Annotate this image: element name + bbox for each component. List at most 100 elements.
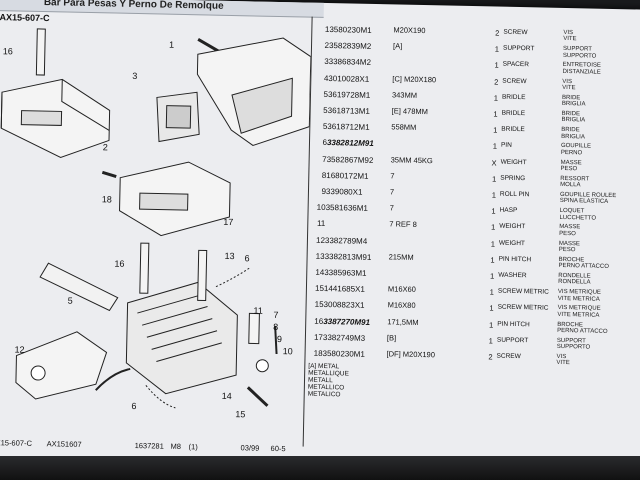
part-description: ROLL PIN [499,190,530,199]
part-description: PIN HITCH [498,255,532,264]
translation-line: BRIGLIA [561,117,586,124]
part-number: 3008823X1 [323,300,365,311]
part-number: 3386834M2 [328,57,372,68]
part-description: SPRING [500,174,526,182]
callout-number: 7 [273,309,279,321]
part-spec: [B] [386,333,397,343]
part-description: SCREW [503,28,528,37]
part-spec: 558MM [391,122,417,133]
footer-code: 1637281 [134,441,164,451]
callout-number: 6 [131,400,137,412]
callout-number: 8 [273,321,279,333]
item-number: 5 [323,105,328,116]
translation-line: PESO [559,230,576,238]
callout-number: 6 [244,253,250,264]
item-number: 17 [313,332,324,342]
translation-line: DISTANZIALE [562,68,601,76]
item-number: 1 [324,24,330,35]
part-spec: [E] 478MM [391,106,429,117]
translation-line: SPINA ELASTICA [559,198,609,206]
part-spec: 7 [389,187,395,197]
quantity: 2 [488,352,493,362]
part-spec: 7 REF 8 [389,219,417,230]
item-number: 18 [313,348,323,358]
legend-line: METALICO [307,390,341,399]
quantity: 1 [493,109,498,119]
part-description: BRIDLE [501,93,526,101]
part-number: 3619728M1 [327,89,371,100]
part-description: PIN [500,142,512,150]
part-number: 3387270M91 [323,316,371,327]
translation-line: PERNO [560,149,583,157]
part-description: HASP [499,206,518,215]
item-number: 7 [322,154,327,164]
item-number: 16 [314,316,324,326]
part-spec: 215MM [388,252,414,262]
part-number: 3582867M92 [326,154,374,165]
quantity: 1 [489,303,494,313]
part-description: PIN HITCH [497,320,530,328]
item-number: 4 [323,73,329,83]
part-spec: M16X80 [387,300,416,311]
callout-number: 16 [2,46,13,57]
item-number: 6 [322,138,328,148]
callout-number: 13 [224,250,235,262]
part-spec: [DF] M20X190 [386,349,436,360]
translation-line: MOLLA [560,182,581,189]
part-number: 3581636M1 [325,203,368,214]
quantity: 1 [490,222,496,232]
part-spec: [A] [392,41,403,51]
part-description: WEIGHT [499,223,526,231]
part-description: SCREW [502,77,527,85]
translation-line: SUPPORTO [556,344,591,351]
quantity: 2 [495,28,500,38]
hasp-part [248,312,260,345]
quantity: 1 [493,93,499,103]
quantity: X [491,158,497,168]
pin-hitch-part [139,242,150,294]
item-number: 13 [315,251,325,261]
weight-plate-part [15,331,108,400]
quantity: 1 [489,271,495,281]
part-number: 1441685X1 [323,284,365,295]
part-description: WEIGHT [500,158,527,166]
part-spec: 343MM [391,90,418,100]
part-description: WEIGHT [498,239,526,247]
part-description: SCREW METRIC [497,287,549,296]
part-description: SCREW [496,352,521,361]
callout-number: 1 [168,39,175,50]
quantity: 1 [488,320,494,330]
part-description: SCREW METRIC [497,304,549,313]
hitch-pin-part [35,28,46,76]
callout-number: 10 [282,346,293,357]
translation-line: VITE METRICA [557,311,600,319]
translation-line: RONDELLA [558,279,591,286]
quantity: 1 [494,60,499,70]
translation-line: PERNO ATTACCO [558,263,609,271]
quantity: 2 [494,77,499,87]
quantity: 1 [493,125,498,135]
callout-number: 9 [276,334,282,345]
part-spec: 7 [389,203,394,213]
callout-number: 16 [114,258,125,269]
footer-date: 03/99 [240,443,260,453]
item-number: 2 [324,41,330,51]
translation-line: VITE [562,84,576,92]
